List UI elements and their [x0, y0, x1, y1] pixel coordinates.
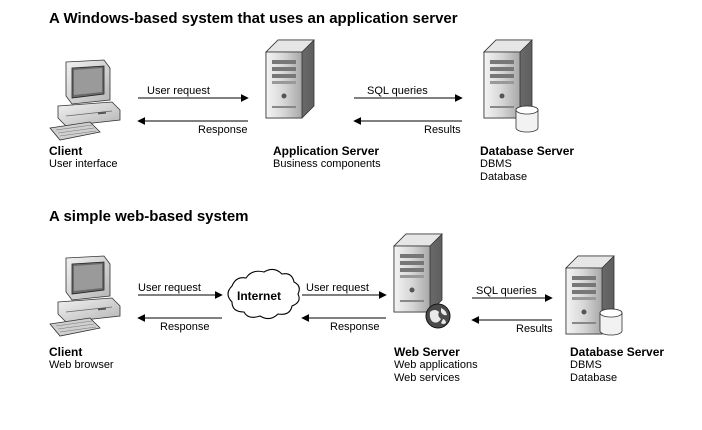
client-desc-0: User interface: [49, 158, 118, 170]
db-server-desc-0: DBMS: [480, 158, 512, 170]
web-server-icon: [393, 233, 443, 313]
client-2-desc-0: Web browser: [49, 359, 114, 371]
node-client-2: Client Web browser: [49, 345, 114, 372]
label-results-2: Results: [516, 323, 553, 335]
client-name: Client: [49, 144, 83, 158]
label-user-request: User request: [147, 85, 210, 97]
label-sql-queries: SQL queries: [367, 85, 428, 97]
label-response: Response: [198, 124, 248, 136]
section-title-web-based: A simple web-based system: [49, 208, 249, 225]
label-user-request-1: User request: [138, 282, 201, 294]
node-database-server-2: Database Server DBMS Database: [570, 345, 664, 385]
node-database-server: Database Server DBMS Database: [480, 144, 574, 184]
label-results: Results: [424, 124, 461, 136]
label-response-2: Response: [330, 321, 380, 333]
web-server-name: Web Server: [394, 345, 460, 359]
section-title-application-server: A Windows-based system that uses an appl…: [49, 10, 458, 27]
app-server-desc-0: Business components: [273, 158, 381, 170]
web-server-desc-0: Web applications: [394, 359, 478, 371]
internet-label: Internet: [237, 289, 282, 303]
label-response-1: Response: [160, 321, 210, 333]
db-server-2-desc-0: DBMS: [570, 359, 602, 371]
client-computer-icon: [49, 59, 121, 141]
node-application-server: Application Server Business components: [273, 144, 381, 171]
internet-cloud-icon: [227, 268, 300, 320]
client-2-name: Client: [49, 345, 83, 359]
client-computer-icon: [49, 255, 121, 337]
label-sql-queries-2: SQL queries: [476, 285, 537, 297]
database-cylinder-icon-2: [599, 308, 623, 336]
web-server-desc-1: Web services: [394, 372, 460, 384]
label-user-request-2: User request: [306, 282, 369, 294]
db-server-2-desc-1: Database: [570, 372, 618, 384]
globe-icon: [425, 303, 451, 329]
application-server-icon: [265, 39, 315, 119]
db-server-2-name: Database Server: [570, 345, 665, 359]
database-cylinder-icon: [515, 105, 539, 133]
db-server-desc-1: Database: [480, 171, 528, 183]
node-web-server: Web Server Web applications Web services: [394, 345, 478, 385]
app-server-name: Application Server: [273, 144, 380, 158]
db-server-name: Database Server: [480, 144, 575, 158]
node-client: Client User interface: [49, 144, 117, 171]
